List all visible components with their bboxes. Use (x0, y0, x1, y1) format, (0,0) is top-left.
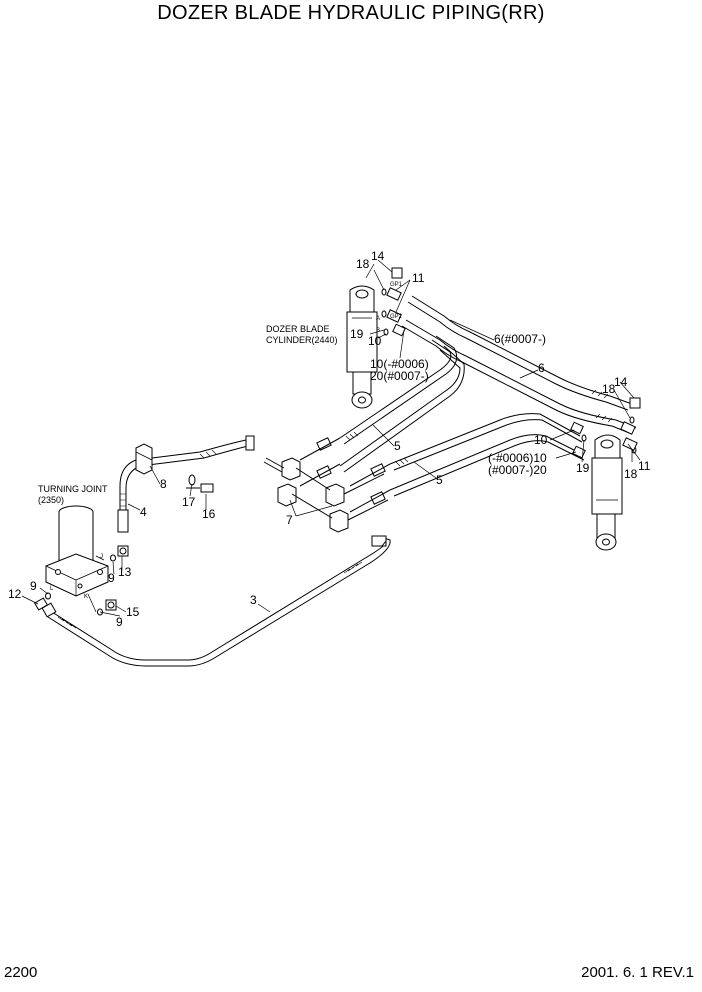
callout-11b: 11 (638, 459, 651, 473)
callout-10-range: 10(-#0006) (370, 357, 429, 371)
page-number: 2200 (4, 964, 38, 981)
pipe-3 (41, 535, 391, 667)
o-ring-17-icon (188, 474, 196, 486)
fitting-15-icon (105, 599, 117, 611)
clamp-8-icon (135, 443, 153, 475)
turning-joint-icon (45, 505, 109, 597)
callout-5a: 5 (394, 439, 401, 453)
port-gp2: GP2 (390, 314, 403, 320)
turning-joint-label-2: (2350) (38, 495, 64, 505)
callout-7: 7 (286, 513, 293, 527)
port-a: A (376, 316, 380, 322)
o-ring-9c-icon (45, 592, 51, 600)
hose-ends (263, 437, 391, 513)
revision-date: 2001. 6. 1 REV.1 (581, 964, 694, 981)
callout-6: 6 (538, 361, 545, 375)
hose-5 (339, 335, 585, 497)
callout-18c: 18 (624, 467, 638, 481)
callout-10-range-b: (-#0006)10 (488, 451, 547, 465)
callout-19b: 19 (576, 461, 590, 475)
callout-3: 3 (250, 593, 257, 607)
fitting-13-icon (117, 545, 129, 557)
turning-joint-label-1: TURNING JOINT (38, 484, 108, 494)
callout-13: 13 (118, 565, 132, 579)
leader-lines (21, 259, 641, 617)
callout-14: 14 (371, 249, 385, 263)
callout-11: 11 (412, 271, 425, 285)
dozer-cylinder-label-2: CYLINDER(2440) (266, 335, 338, 345)
callout-16: 16 (202, 507, 216, 521)
o-ring-9a-icon (110, 554, 116, 562)
callout-20-range-b: (#0007-)20 (488, 463, 547, 477)
callout-17: 17 (182, 495, 196, 509)
port-b: B (376, 328, 380, 334)
dozer-cylinder-label-1: DOZER BLADE (266, 324, 330, 334)
callout-18: 18 (356, 257, 370, 271)
callout-20-range: 20(#0007-) (370, 369, 429, 383)
port-k: K (84, 594, 88, 600)
pipe-4 (117, 435, 255, 533)
callout-19: 19 (350, 327, 364, 341)
callout-6-range: 6(#0007-) (494, 332, 546, 346)
callout-15: 15 (126, 605, 140, 619)
hose-6 (401, 295, 637, 435)
callout-9b: 9 (116, 615, 123, 629)
callout-5b: 5 (436, 473, 443, 487)
callout-14b: 14 (614, 375, 628, 389)
callout-9a: 9 (108, 571, 115, 585)
callout-12: 12 (8, 587, 22, 601)
fitting-12-icon (33, 597, 49, 611)
port-j: J (100, 554, 103, 560)
port-gp1: GP1 (390, 282, 403, 288)
callout-18b: 18 (602, 382, 616, 396)
callout-4: 4 (140, 505, 147, 519)
callout-9c: 9 (30, 579, 37, 593)
page-title: DOZER BLADE HYDRAULIC PIPING(RR) (157, 2, 545, 24)
right-cylinder-fittings (570, 397, 641, 459)
left-cylinder-fittings (381, 267, 406, 337)
callout-10b: 10 (534, 433, 548, 447)
callout-8: 8 (160, 477, 167, 491)
callout-10: 10 (368, 334, 382, 348)
port-l: L (50, 586, 54, 592)
left-cylinder-icon (346, 285, 378, 409)
bolt-16-icon (186, 483, 214, 493)
right-cylinder-icon (591, 434, 623, 551)
